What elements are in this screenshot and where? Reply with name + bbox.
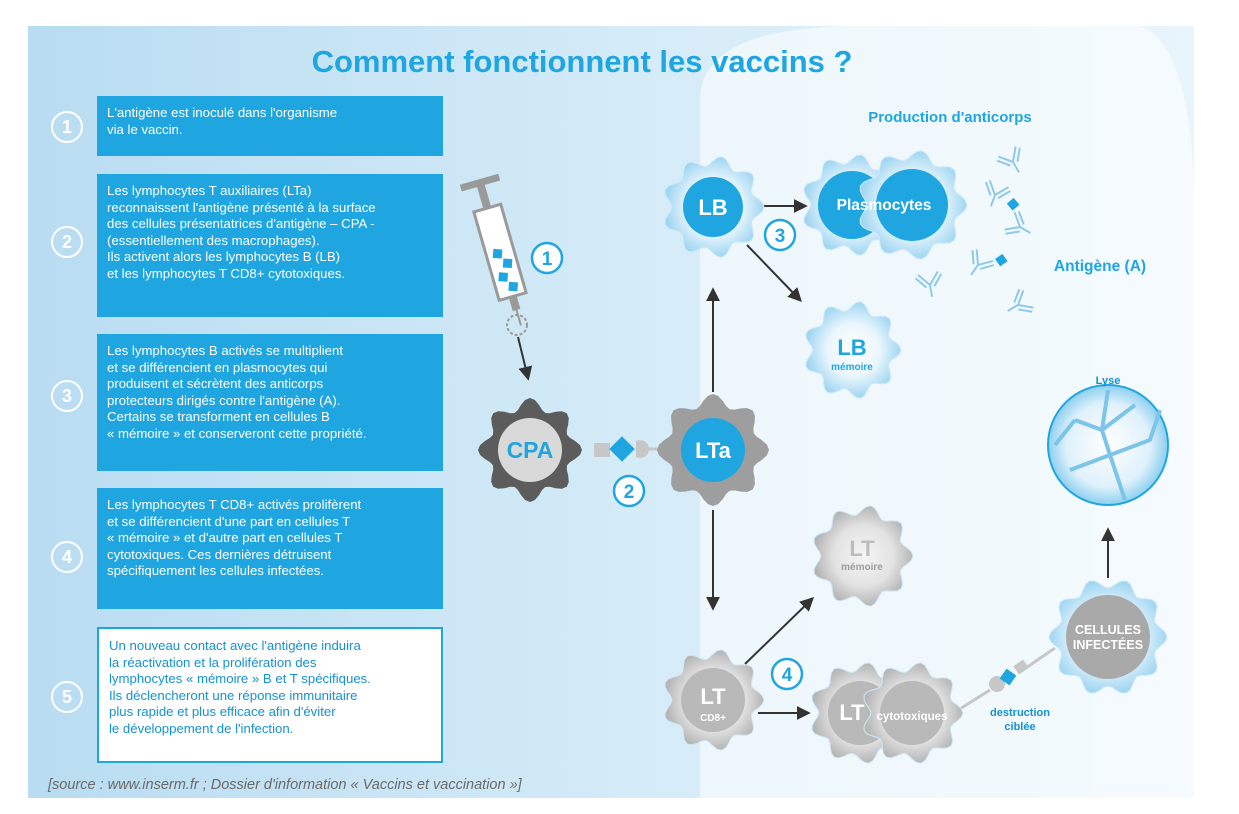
lt-cd8-cell-label: LT [700,684,726,709]
diagram-marker-1: 1 [530,241,564,275]
lt-cyto-label-group: LT cytotoxiques [839,700,947,725]
lta-cell: LTa [657,394,769,506]
diagram-marker-2: 2 [612,474,646,508]
step-1-text-box: L'antigène est inoculé dans l'organisme … [97,96,443,156]
svg-text:2: 2 [624,482,635,503]
step-4-text-box: Les lymphocytes T CD8+ activés prolifère… [97,488,443,609]
lt-cyto-sublabel: cytotoxiques [877,711,948,723]
destruction-label: destruction [990,707,1050,719]
lt-memoire-cell-label: LT [849,536,875,561]
cpa-cell-label: CPA [507,437,554,463]
lt-cyto-label: LT [839,700,865,725]
lt-cyto-cell-2 [863,662,964,764]
receptor-connector-icon [594,436,668,462]
infected-cell-label: CELLULES [1075,623,1141,637]
lt-memoire-cell-sublabel: mémoire [841,562,883,573]
lb-memoire-cell-label: LB [837,335,866,360]
antibodies-group [914,146,1034,313]
svg-text:1: 1 [542,249,553,270]
lta-cell-label: LTa [695,438,732,463]
lb-cell-label: LB [698,195,727,220]
antigen-icon [1006,197,1020,211]
step-5-number: 5 [51,681,83,713]
source-citation: [source : www.inserm.fr ; Dossier d'info… [48,777,522,793]
lyse-label: Lyse [1096,375,1121,387]
arrow-lb-to-lbmemoire [746,244,802,303]
svg-text:3: 3 [775,226,786,247]
step-3-number: 3 [51,380,83,412]
step-4-number: 4 [51,541,83,573]
arrow-ltcd8-to-ltmemoire [744,597,815,665]
cpa-cell: CPA [478,398,582,502]
antibody-icon [984,179,1011,207]
page-title: Comment fonctionnent les vaccins ? [312,44,853,79]
plasmocytes-label: Plasmocytes [837,197,932,214]
step-3-text-box: Les lymphocytes B activés se multiplient… [97,334,443,471]
antigen-label: Antigène (A) [1054,258,1146,275]
production-anticorps-label: Production d'anticorps [868,109,1032,126]
antibody-icon [1004,197,1031,235]
lysed-cell-icon [1047,384,1169,506]
svg-text:4: 4 [782,665,793,686]
antibody-icon [970,249,1008,276]
antibody-icon [914,270,943,297]
step-2-number: 2 [51,226,83,258]
ciblee-label: ciblée [1004,721,1035,733]
syringe-icon [459,173,528,326]
injection-point-icon [506,314,528,336]
arrow-syringe-to-cpa [517,336,533,381]
step-1-number: 1 [51,111,83,143]
lt-cd8-cell: LT CD8+ [664,649,765,751]
lt-cd8-cell-sublabel: CD8+ [700,713,726,724]
plasmocytes-label-group: Plasmocytes [837,197,932,214]
infected-cell-sublabel: INFECTÉES [1073,637,1143,652]
antibody-icon [996,146,1021,173]
antigen-icon [995,253,1008,267]
lb-memoire-cell-sublabel: mémoire [831,362,873,373]
antibody-icon [1007,288,1034,313]
step-2-text-box: Les lymphocytes T auxiliaires (LTa) reco… [97,174,443,317]
step-5-text-box: Un nouveau contact avec l'antigène indui… [97,627,443,763]
lb-cell: LB [664,156,765,258]
infected-receptor-icon [989,659,1029,692]
diagram-marker-4: 4 [770,657,804,691]
diagram-marker-3: 3 [763,218,797,252]
flow-arrows [517,199,1115,720]
plasmocyte-cell-2 [859,150,968,260]
lb-memoire-cell: LB mémoire [805,301,902,399]
